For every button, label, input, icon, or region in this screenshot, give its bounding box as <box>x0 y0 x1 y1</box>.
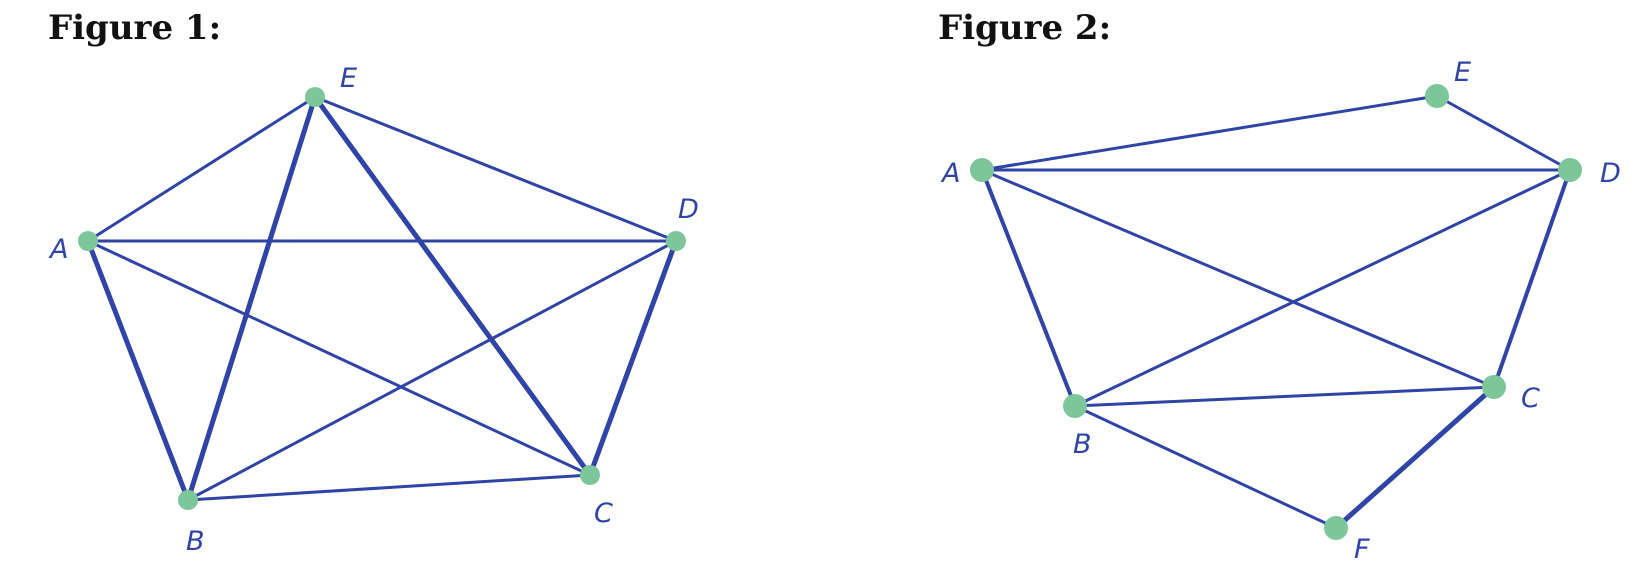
figure-1-vertices <box>78 87 686 510</box>
vertex-label-e: E <box>1454 57 1471 88</box>
vertex-a <box>970 158 994 182</box>
edge-d-b <box>186 239 678 502</box>
edge-b-c <box>1073 385 1496 408</box>
edge-a-e <box>980 94 1439 172</box>
vertex-b <box>1063 394 1087 418</box>
vertex-d <box>1558 158 1582 182</box>
vertex-label-c: C <box>594 498 613 529</box>
vertex-e <box>1425 84 1449 108</box>
figure-1-title: Figure 1: <box>48 8 222 48</box>
vertex-b <box>178 490 198 510</box>
vertex-f <box>1324 516 1348 540</box>
edge-e-c <box>312 94 593 478</box>
vertex-label-d: D <box>1600 158 1621 189</box>
edge-e-d <box>313 95 678 243</box>
edge-b-c <box>186 473 592 502</box>
vertex-label-a: A <box>940 158 960 189</box>
edge-d-b <box>1073 168 1572 408</box>
edge-c-f <box>1333 384 1497 531</box>
figure-2-title: Figure 2: <box>938 8 1112 48</box>
figure-1-graph: A B C D E <box>48 63 699 557</box>
figure-2-graph: A B C D E F <box>940 57 1621 565</box>
vertex-label-e: E <box>340 63 357 94</box>
vertex-label-c: C <box>1521 383 1540 414</box>
vertex-label-f: F <box>1354 534 1370 565</box>
edge-a-b <box>85 238 191 503</box>
edge-d-c <box>1492 168 1572 389</box>
edge-a-e <box>86 95 317 243</box>
edge-e-d <box>1435 94 1572 172</box>
vertex-c <box>580 465 600 485</box>
figure-2-vertices <box>970 84 1582 540</box>
vertex-d <box>666 231 686 251</box>
edge-a-c <box>980 168 1496 389</box>
edge-e-b <box>185 94 318 503</box>
figure-1-edges <box>85 94 679 503</box>
vertex-label-a: A <box>48 234 68 265</box>
vertex-e <box>305 87 325 107</box>
edge-a-c <box>86 239 592 477</box>
vertex-a <box>78 231 98 251</box>
figure-2-vertex-labels: A B C D E F <box>940 57 1621 565</box>
edge-b-f <box>1073 404 1338 530</box>
vertex-label-b: B <box>1073 429 1092 460</box>
edge-d-c <box>587 238 679 478</box>
figure-1-vertex-labels: A B C D E <box>48 63 699 557</box>
vertex-label-d: D <box>678 194 699 225</box>
vertex-c <box>1482 375 1506 399</box>
figure-2-edges <box>980 94 1572 531</box>
edge-a-b <box>980 168 1077 408</box>
vertex-label-b: B <box>186 526 205 557</box>
